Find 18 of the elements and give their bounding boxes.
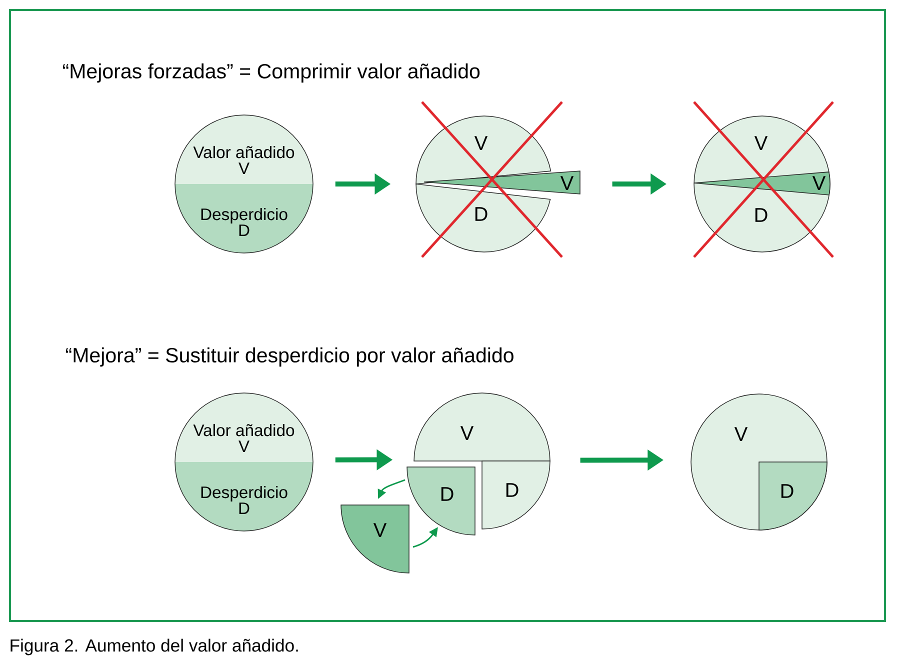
segment-label: V — [812, 176, 826, 190]
segment-label: V — [560, 176, 574, 190]
segment-label: D — [755, 208, 768, 222]
segment-label: V — [460, 426, 474, 440]
segment-label: D — [506, 483, 518, 497]
segment-label: D — [441, 487, 454, 501]
segment-label: V — [373, 523, 387, 537]
figure-caption: Figura 2. Aumento del valor añadido. — [10, 638, 298, 656]
segment-label: Desperdicio D — [201, 208, 288, 236]
segment-label: D — [475, 207, 488, 221]
segment-label: D — [781, 484, 794, 498]
segment-label: V — [754, 136, 768, 150]
section-heading: “Mejora” = Sustituir desperdicio por valor añadido — [66, 347, 514, 367]
segment-label: Valor añadido V — [193, 424, 294, 452]
segment-label: Desperdicio D — [201, 486, 288, 514]
segment-label: V — [734, 427, 748, 441]
section-heading: “Mejoras forzadas” = Comprimir valor añadido — [63, 63, 480, 83]
segment-label: Valor añadido V — [193, 146, 294, 174]
